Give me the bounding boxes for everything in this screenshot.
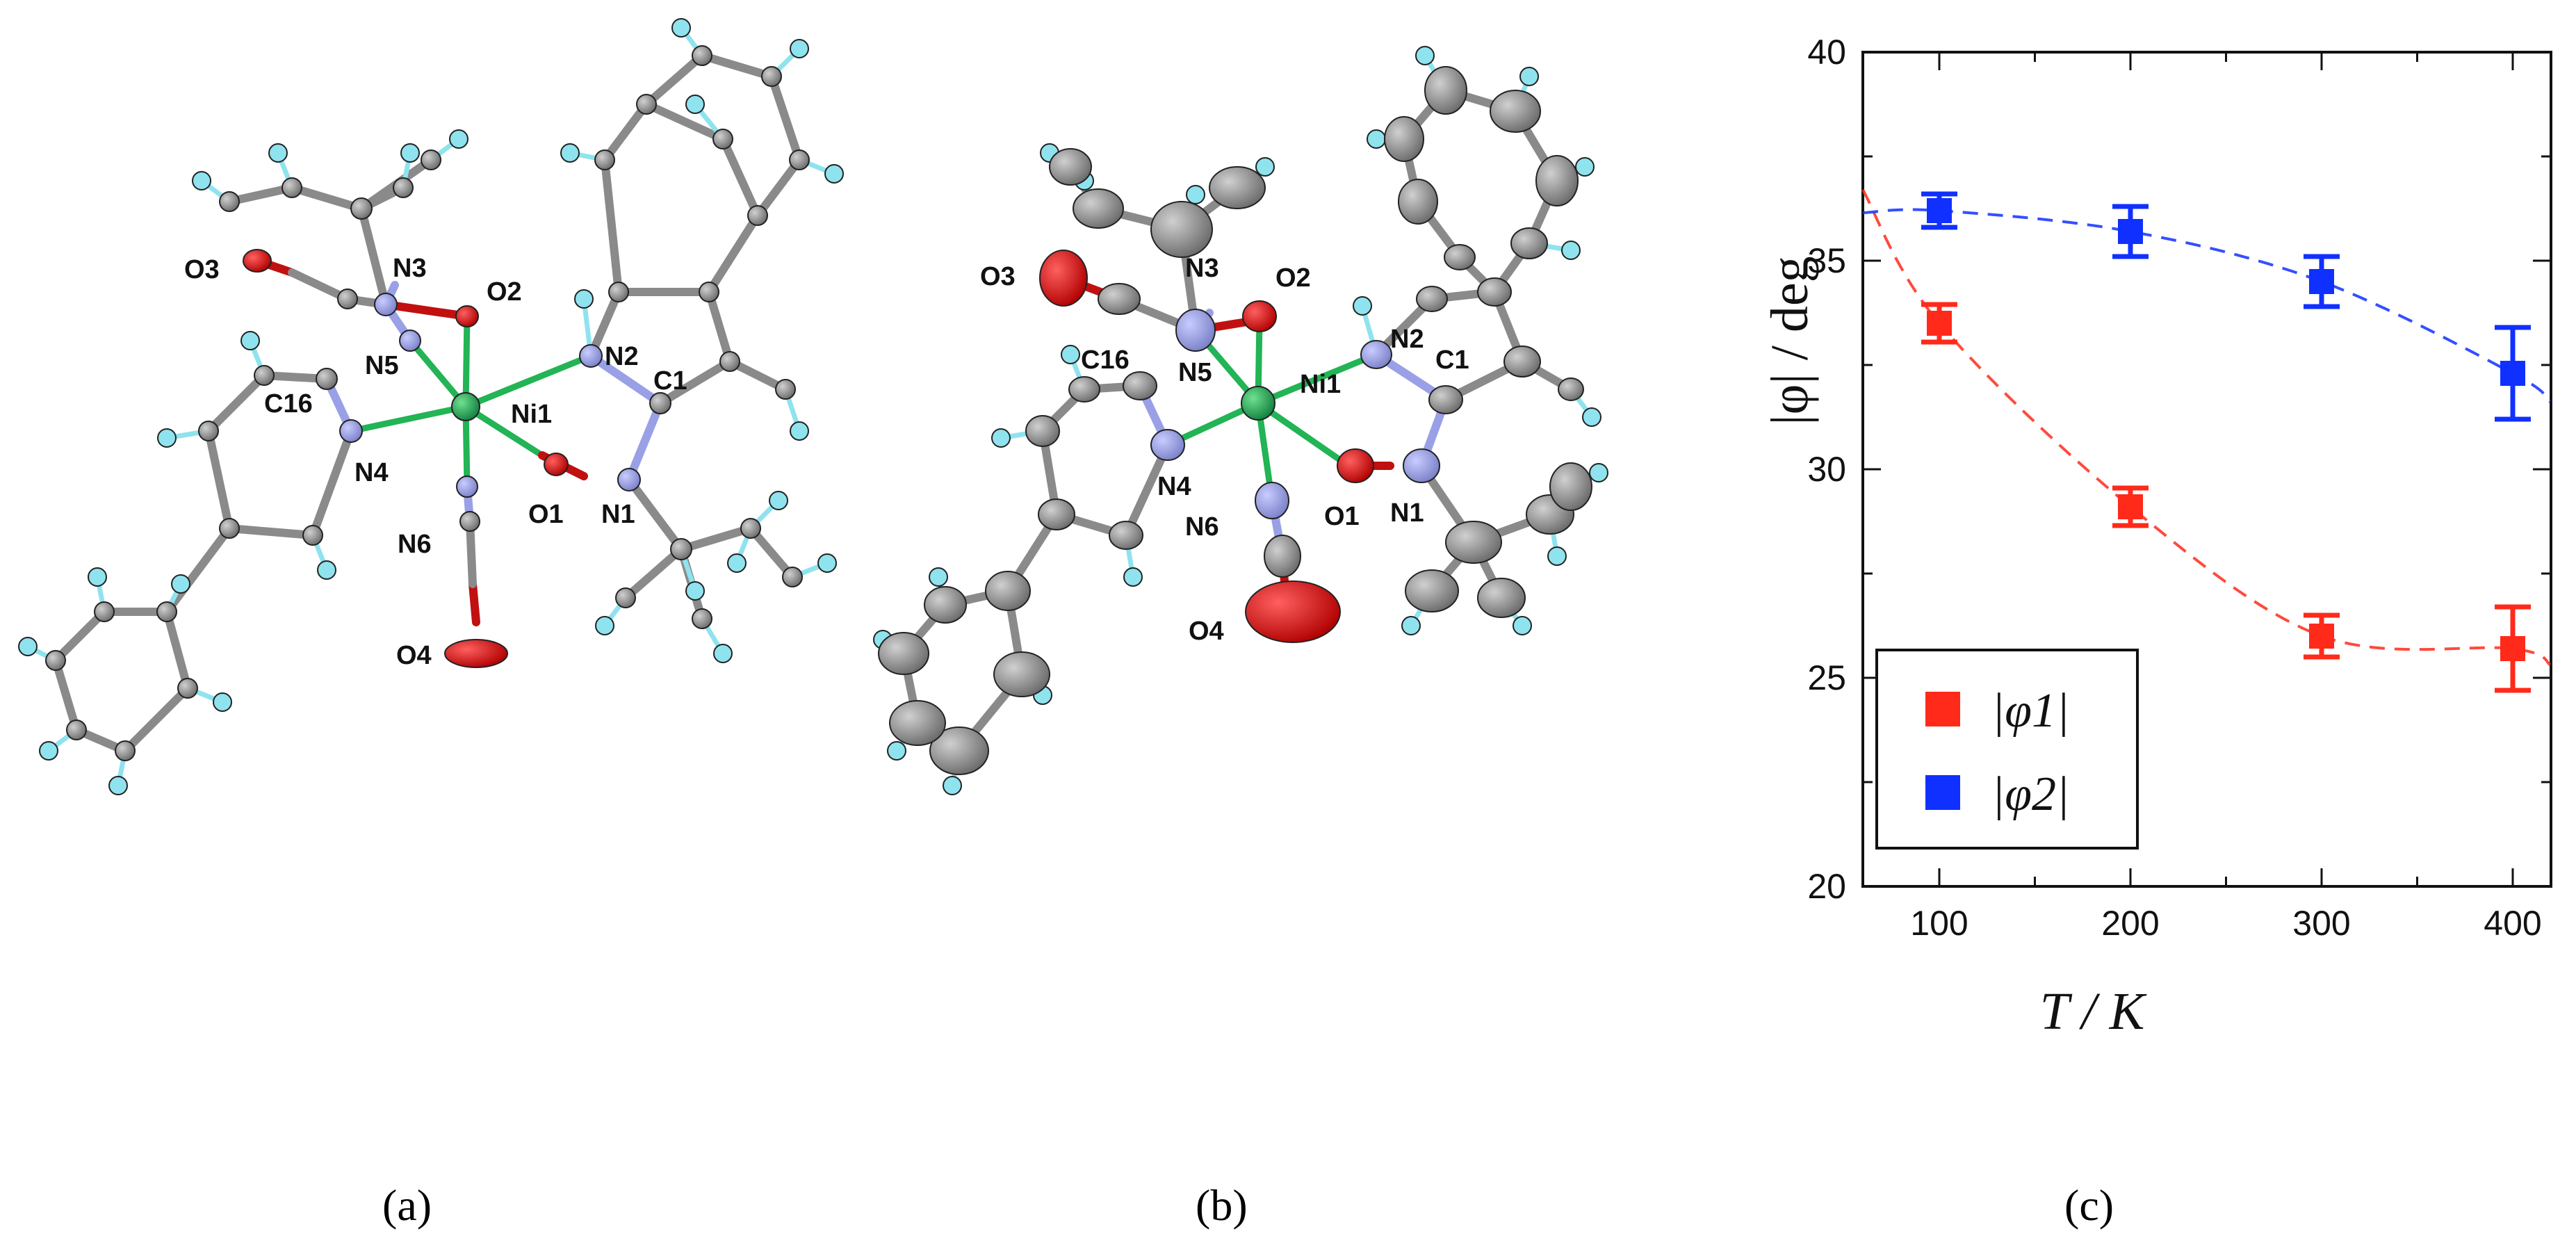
data-point-series-1 [2118,494,2143,519]
panel-c: 100 200 300 400 20 25 30 35 40 |φ1| |φ2| |φ| / deg… [1761,33,2552,1230]
atom-label-O3: O3 [980,262,1016,291]
atom-label-C1: C1 [653,366,687,396]
atom-label-O2: O2 [487,277,522,307]
chart-plot: 100 200 300 400 20 25 30 35 40 |φ1| |φ2| [1807,33,2552,943]
x-tick-label: 100 [1910,904,1968,943]
y-tick-label: 25 [1807,658,1846,697]
data-point-series-1 [2309,624,2334,649]
legend-label-1: |φ1| [1991,684,2069,738]
atom-label-N6: N6 [398,530,432,559]
molecule-a-atoms [18,18,844,795]
y-axis-title: |φ| / deg [1761,256,1819,425]
x-axis-title: T / K [2040,982,2147,1041]
y-tick-label: 35 [1807,241,1846,280]
y-tick-label: 30 [1807,450,1846,489]
legend-swatch-2 [1925,775,1960,810]
legend-label-2: |φ2| [1991,767,2069,821]
fit-curve-1 [1861,189,2551,666]
panel-a: O3 N3 O2 N5 N2 C16 Ni1 C1 N4 O1 N1 N6 O4… [18,18,844,1230]
x-tick-label: 400 [2484,904,2541,943]
legend-swatch-1 [1925,692,1960,726]
atom-label-Ni1: Ni1 [1300,370,1341,399]
atom-label-C16: C16 [264,389,313,419]
atom-label-N6: N6 [1185,512,1219,542]
atom-label-N3: N3 [393,254,427,283]
atom-label-O4: O4 [1189,617,1224,646]
atom-label-N5: N5 [365,351,399,380]
atom-label-N4: N4 [354,458,389,487]
molecule-b-labels: O3 N3 O2 N2 C16 N5 Ni1 C1 N4 N6 O1 N1 O4 [980,254,1469,646]
data-point-series-2 [2500,361,2525,386]
atom-label-O4: O4 [396,641,432,670]
atom-label-N3: N3 [1185,254,1219,283]
atom-label-N1: N1 [1390,498,1424,528]
y-tick-label: 40 [1807,33,1846,72]
data-point-series-2 [2118,219,2143,244]
legend-box [1875,649,2139,850]
atom-label-N1: N1 [601,500,635,529]
atom-label-O3: O3 [184,255,220,284]
y-tick-label: 20 [1807,867,1846,906]
data-point-series-2 [1927,198,1952,223]
atom-label-Ni1: Ni1 [511,400,552,429]
data-point-series-1 [1927,311,1952,336]
atom-label-N4: N4 [1157,472,1191,501]
atom-label-O2: O2 [1275,263,1311,293]
molecule-b-bonds [880,53,1601,788]
panel-b: O3 N3 O2 N2 C16 N5 Ni1 C1 N4 N6 O1 N1 O4… [873,46,1608,1230]
panel-label-c: (c) [2064,1180,2114,1230]
x-tick-label: 200 [2101,904,2159,943]
x-tick-label: 300 [2292,904,2350,943]
molecule-b-atoms [873,46,1608,795]
atom-label-N2: N2 [1390,325,1424,354]
atom-label-C1: C1 [1435,346,1469,375]
data-point-series-1 [2500,636,2525,661]
panel-label-a: (a) [382,1180,432,1230]
atom-label-C16: C16 [1081,346,1130,375]
atom-label-N2: N2 [605,342,639,371]
atom-label-O1: O1 [1324,502,1360,531]
atom-label-O1: O1 [528,500,564,529]
data-point-series-2 [2309,269,2334,294]
molecule-a-labels: O3 N3 O2 N5 N2 C16 Ni1 C1 N4 O1 N1 N6 O4 [184,254,687,670]
atom-label-N5: N5 [1178,358,1212,387]
panel-label-b: (b) [1196,1180,1248,1230]
fit-curve-2 [1862,208,2552,403]
